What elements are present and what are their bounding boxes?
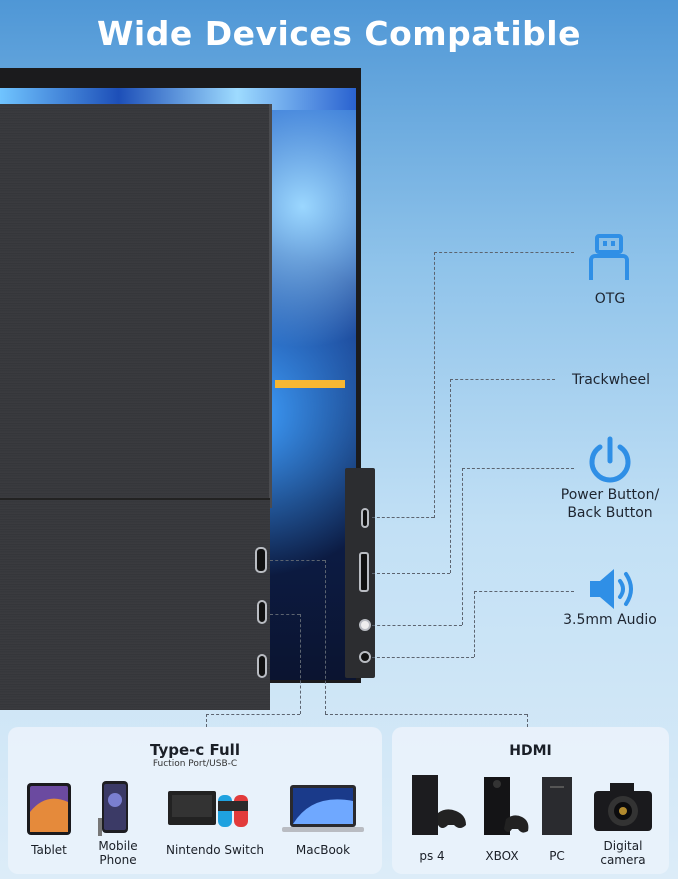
hdmi-box-title: HDMI	[509, 743, 552, 759]
otg-connector-v	[434, 252, 435, 518]
hdmi-connector-stub	[270, 560, 325, 561]
audio-connector-h	[474, 591, 574, 592]
monitor-cover-bottom	[0, 498, 270, 710]
phone-label-line1: Mobile	[98, 839, 138, 853]
power-button	[359, 619, 371, 631]
typec-port-1	[257, 600, 267, 624]
pc-label: PC	[549, 849, 565, 863]
typec-port-2	[257, 654, 267, 678]
trackwheel-connector-v	[450, 379, 451, 573]
hdmi-devices-box: HDMI ps 4 XBOX PC Digital	[392, 727, 669, 874]
camera-label-line2: camera	[600, 853, 646, 867]
tablet-label: Tablet	[31, 843, 67, 857]
monitor-cover-top	[0, 104, 272, 508]
macbook-icon	[282, 785, 364, 832]
camera-icon	[594, 783, 652, 831]
otg-label: OTG	[594, 291, 626, 307]
xbox-label: XBOX	[485, 849, 519, 863]
power-icon	[589, 436, 631, 483]
audio-connector-stub	[372, 657, 474, 658]
macbook-label: MacBook	[295, 843, 351, 857]
camera-label: Digital camera	[588, 839, 658, 867]
otg-connector-stub	[372, 517, 434, 518]
page-title: Wide Devices Compatible	[97, 14, 581, 53]
hdmi-connector-v	[325, 560, 326, 714]
nintendo-switch-icon	[168, 791, 248, 827]
typec-box-subtitle: Fuction Port/USB-C	[152, 759, 238, 769]
typec-devices-box: Type-c Full Fuction Port/USB-C Tablet Mo…	[8, 727, 382, 874]
audio-label: 3.5mm Audio	[563, 612, 657, 628]
audio-connector-v	[474, 591, 475, 657]
power-connector-h	[462, 468, 574, 469]
camera-label-line1: Digital	[603, 839, 643, 853]
typec-connector-drop	[206, 714, 207, 727]
pc-icon	[542, 777, 572, 835]
tablet-icon	[27, 783, 71, 835]
phone-icon	[98, 781, 128, 836]
speaker-icon	[590, 569, 633, 609]
xbox-icon	[484, 777, 529, 835]
hdmi-connector-drop	[527, 714, 528, 727]
power-label-line1: Power Button/	[560, 487, 660, 503]
phone-label: Mobile Phone	[88, 839, 148, 867]
usb-icon	[589, 234, 629, 280]
hdmi-port	[255, 547, 267, 573]
trackwheel-connector-h	[450, 379, 555, 380]
typec-connector-h	[206, 714, 300, 715]
ps4-label: ps 4	[419, 849, 445, 863]
trackwheel-label: Trackwheel	[571, 372, 651, 388]
hdmi-connector-h	[325, 714, 527, 715]
audio-jack	[359, 651, 371, 663]
power-connector-stub	[372, 625, 462, 626]
power-label-line2: Back Button	[567, 505, 653, 521]
power-label: Power Button/ Back Button	[540, 486, 678, 522]
otg-port	[361, 508, 369, 528]
ps4-icon	[412, 775, 466, 835]
typec-connector-stub	[270, 614, 300, 615]
screen-highlight	[275, 380, 345, 388]
trackwheel-connector-stub	[372, 573, 450, 574]
trackwheel	[359, 552, 369, 592]
power-connector-v	[462, 468, 463, 625]
typec-connector-v	[300, 614, 301, 714]
otg-connector-h	[434, 252, 574, 253]
typec-box-title: Type-c Full	[150, 741, 240, 759]
switch-label: Nintendo Switch	[165, 843, 265, 857]
phone-label-line2: Phone	[99, 853, 137, 867]
